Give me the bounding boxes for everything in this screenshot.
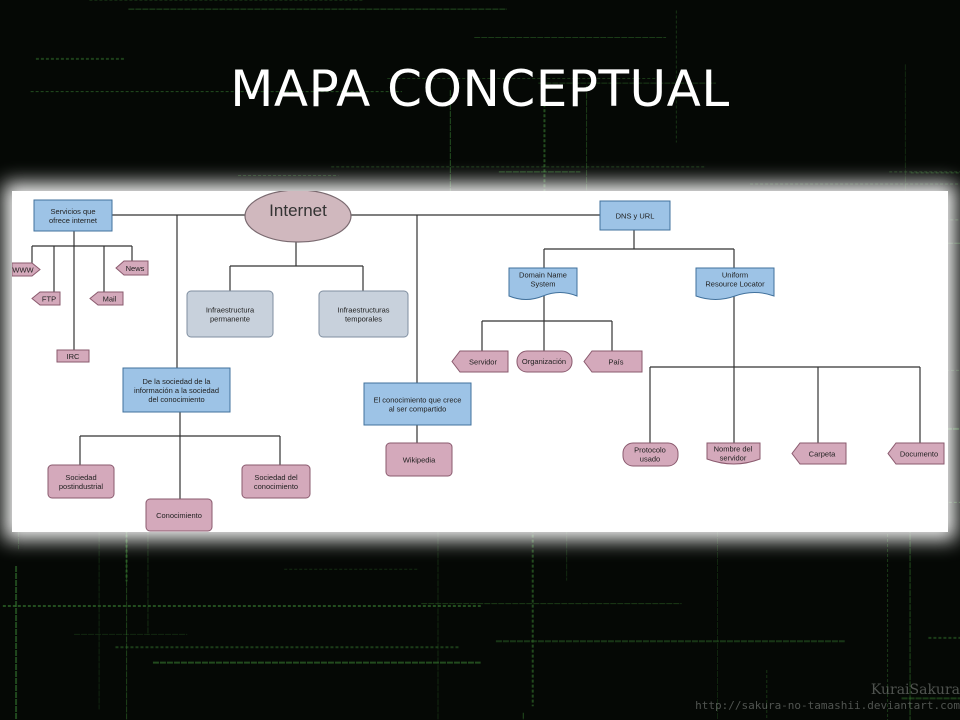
wikipedia-node-label: Wikipedia [403,456,436,465]
mail-tag-label: Mail [103,295,117,304]
nombre-servidor-box [706,442,761,465]
watermark-author: KuraiSakura [870,682,960,698]
www-tag-box [12,262,41,277]
dns-node-label: DNS y URL [616,212,655,221]
servidor-tag-box [451,350,509,373]
infra-permanente-node-box [186,290,274,338]
pais-tag-box [583,350,643,373]
slide-title: MAPA CONCEPTUAL [230,60,730,118]
servicios-node-box [33,199,113,232]
protocolo-box [622,442,679,467]
pais-tag-label: País [608,358,623,367]
internet-label: Internet [269,201,327,220]
postindustrial-node-box [47,464,115,499]
mail-tag-box [89,291,124,306]
documento-tag-box [887,442,945,465]
organizacion-label: Organización [522,357,566,366]
compartido-node-box [363,382,472,426]
infra-temporales-node-box [318,290,409,338]
conocimiento-node-box [145,498,213,532]
servidor-tag-label: Servidor [469,358,497,367]
url-node-box [695,267,775,300]
sociedad-conocimiento-node-box [241,464,311,499]
domain-name-node-box [508,267,578,300]
carpeta-tag-label: Carpeta [809,450,837,459]
carpeta-tag-box [791,442,847,465]
internet-node [244,191,352,243]
news-tag-label: News [126,264,145,273]
watermark-url: http://sakura-no-tamashii.deviantart.com [695,699,960,712]
sociedad-node-box [122,367,231,413]
irc-node-label: IRC [67,352,81,361]
news-tag-box [115,260,149,276]
watermark: KuraiSakura http://sakura-no-tamashii.de… [600,682,960,714]
dns-node-box [599,200,671,231]
documento-tag-label: Documento [900,450,938,459]
ftp-tag-box [31,291,61,306]
wikipedia-node-box [385,442,453,477]
conocimiento-node-label: Conocimiento [156,511,202,520]
irc-node-box [56,349,90,363]
organizacion-box [516,350,573,373]
www-tag-label: WWW [12,266,34,275]
ftp-tag-label: FTP [42,295,56,304]
